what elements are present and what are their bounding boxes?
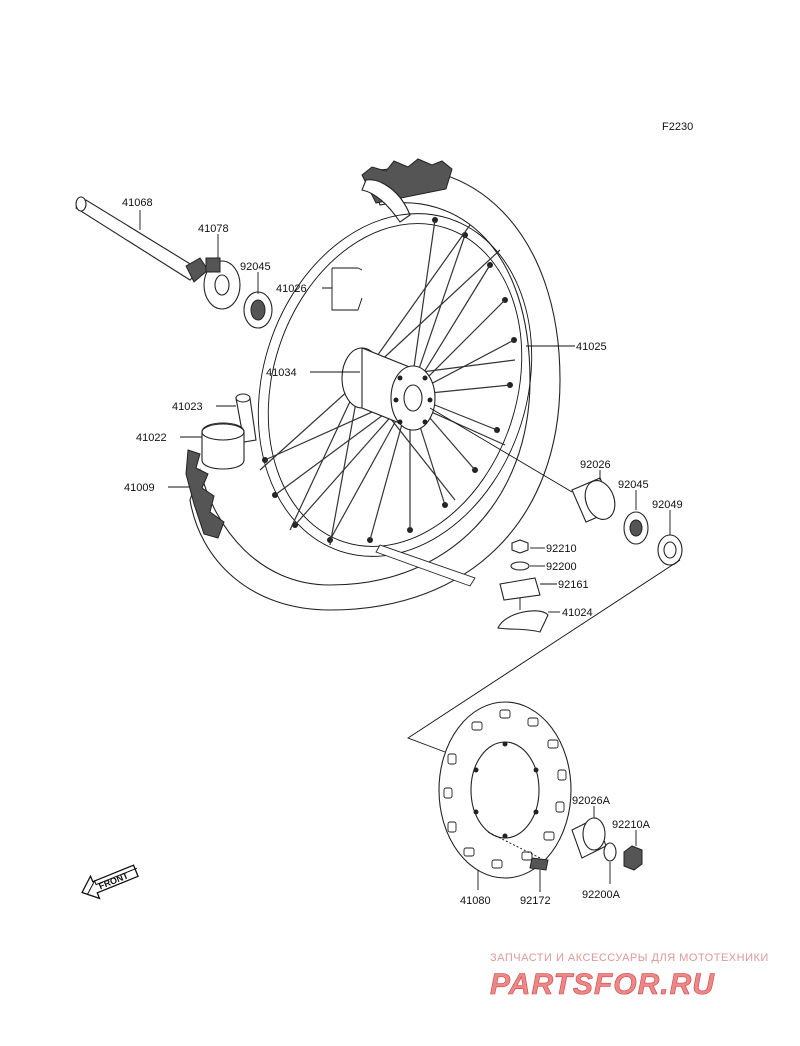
label-92200: 92200 [546, 561, 577, 573]
nut-92210A [623, 845, 643, 871]
label-41022: 41022 [136, 432, 167, 444]
watermark-tagline: ЗАПЧАСТИ И АКСЕССУАРЫ ДЛЯ МОТОТЕХНИКИ [490, 952, 769, 964]
front-arrow: FRONT [81, 864, 139, 900]
label-92045-right: 92045 [618, 479, 649, 491]
label-41026: 41026 [276, 283, 307, 295]
nut-92210 [511, 539, 529, 554]
rim-band-41022 [201, 422, 245, 470]
weight-41024 [497, 598, 549, 633]
label-41025: 41025 [576, 341, 607, 353]
axle-41068 [75, 196, 209, 283]
label-92172: 92172 [520, 895, 551, 907]
label-41024: 41024 [562, 607, 593, 619]
label-92026A: 92026A [572, 795, 611, 807]
label-92200A: 92200A [582, 889, 621, 901]
figure-code: F2230 [662, 121, 693, 133]
collar-92026A [571, 817, 607, 859]
washer-92200 [510, 561, 530, 571]
leader-lines [139, 210, 671, 892]
bearing-92045-right [623, 511, 649, 545]
label-92161: 92161 [558, 579, 589, 591]
collar-41078 [203, 257, 241, 310]
part-labels: 41068 41078 92045 41026 41025 41034 4102… [122, 197, 683, 907]
label-41078: 41078 [198, 223, 229, 235]
hub-41034 [341, 347, 436, 431]
label-92049: 92049 [652, 499, 683, 511]
label-41068: 41068 [122, 197, 153, 209]
bearing-92045-left [243, 291, 273, 329]
label-92045-left: 92045 [240, 261, 271, 273]
washer-92200A [603, 842, 617, 862]
collar-92026 [571, 477, 616, 523]
label-92210: 92210 [546, 543, 577, 555]
label-41009: 41009 [124, 482, 155, 494]
brake-disc-41080 [438, 701, 572, 879]
watermark-brand: PARTSFOR.RU [490, 968, 715, 1001]
block-92161 [499, 577, 541, 601]
label-92210A: 92210A [612, 819, 651, 831]
watermark: ЗАПЧАСТИ И АКСЕССУАРЫ ДЛЯ МОТОТЕХНИКИ PA… [490, 952, 769, 1001]
seal-92049 [657, 534, 683, 566]
label-41080: 41080 [460, 895, 491, 907]
label-41023: 41023 [172, 401, 203, 413]
bolt-92172 [487, 831, 549, 871]
label-92026: 92026 [580, 459, 611, 471]
label-41034: 41034 [266, 367, 297, 379]
